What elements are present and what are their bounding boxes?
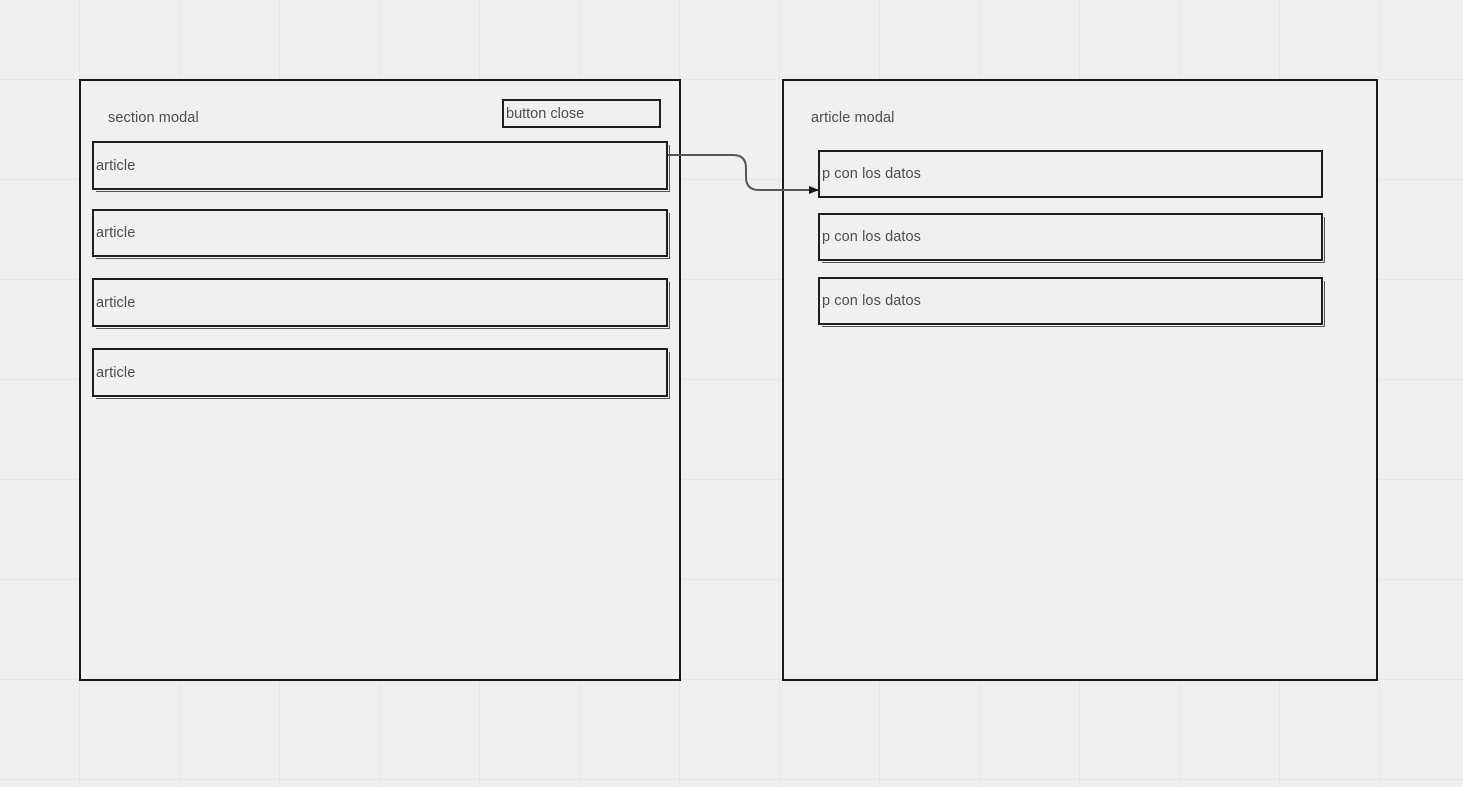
article-item-4-label: article: [96, 364, 136, 381]
p-datos-item-2[interactable]: p con los datos: [818, 213, 1323, 261]
p-datos-item-3[interactable]: p con los datos: [818, 277, 1323, 325]
p-datos-item-3-label: p con los datos: [822, 293, 922, 309]
panel-title-article-modal: article modal: [811, 110, 895, 126]
article-item-3-label: article: [96, 294, 136, 311]
article-item-1-label: article: [96, 157, 136, 174]
article-item-2[interactable]: article: [92, 209, 668, 257]
panel-title-section-modal: section modal: [108, 110, 199, 126]
p-datos-item-2-label: p con los datos: [822, 229, 922, 245]
article-item-2-label: article: [96, 225, 136, 241]
p-datos-item-1[interactable]: p con los datos: [818, 150, 1323, 198]
article-item-1[interactable]: article: [92, 141, 668, 190]
article-item-3[interactable]: article: [92, 278, 668, 327]
button-close-label: button close: [506, 105, 585, 122]
article-item-4[interactable]: article: [92, 348, 668, 397]
p-datos-item-1-label: p con los datos: [822, 166, 922, 182]
button-close[interactable]: button close: [502, 99, 661, 128]
